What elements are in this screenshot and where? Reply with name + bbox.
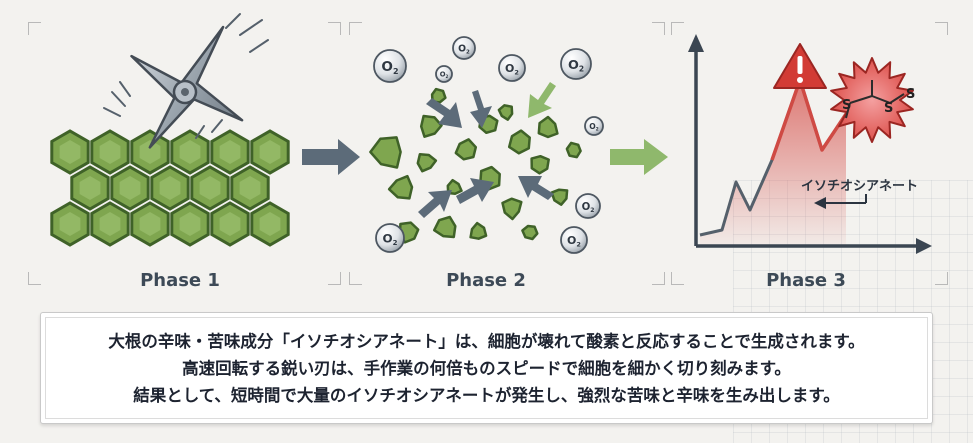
oxygen-molecule-icon: [498, 54, 526, 82]
caption-line-3: 結果として、短時間で大量のイソチオシアネートが発生し、強烈な苦味と辛味を生み出し…: [133, 385, 840, 405]
label-pointer: [814, 194, 867, 209]
cell-fragment: [454, 138, 478, 161]
crop-mark: [671, 272, 684, 285]
caption-line-1: 大根の辛味・苦味成分「イソチオシアネート」は、細胞が壊れて酸素と反応することで生…: [108, 331, 865, 351]
burst-molecule-icon: S S S: [830, 57, 915, 143]
blade-icon: [103, 13, 269, 149]
cell-highlight: [59, 140, 81, 164]
sulfur-atom: S: [884, 101, 893, 116]
crop-mark: [328, 22, 341, 35]
sulfur-atom: S: [906, 87, 915, 102]
crop-mark: [652, 272, 665, 285]
arrow-icon: [610, 139, 668, 175]
oxygen-molecule-icon: [575, 193, 601, 219]
crop-mark: [671, 22, 684, 35]
cell-fragment: [369, 136, 402, 169]
oxygen-molecule-icon: [373, 49, 407, 83]
cell-fragment: [430, 87, 447, 104]
cell-fragment: [530, 154, 550, 175]
cell-fragment: [537, 115, 559, 139]
cell-fragment: [432, 215, 457, 239]
oxygen-arrows: [418, 90, 554, 218]
cell-highlight: [139, 140, 161, 164]
cell-fragment: [521, 224, 539, 241]
crop-mark: [28, 272, 41, 285]
oxygen-molecule-icon: [584, 116, 604, 136]
cell-fragment: [497, 104, 514, 121]
crop-mark: [935, 22, 948, 35]
reaction-graph: [688, 34, 932, 254]
oxygen-molecule-icon: [560, 226, 588, 254]
crop-mark: [349, 272, 362, 285]
crop-mark: [935, 272, 948, 285]
phase-1-label: Phase 1: [140, 270, 220, 291]
crop-mark: [28, 22, 41, 35]
cell-fragment: [550, 188, 569, 206]
oxygen-molecule-icon: [435, 65, 453, 83]
cell-highlight: [59, 212, 81, 236]
cell-highlight: [259, 212, 281, 236]
cell-fragments: [369, 87, 582, 244]
oxygen-text: O2: [440, 71, 449, 79]
crop-mark: [349, 22, 362, 35]
oxygen-text: O2: [458, 44, 470, 56]
crop-mark: [328, 272, 341, 285]
cell-highlight: [119, 176, 141, 200]
cell-highlight: [219, 140, 241, 164]
cell-highlight: [219, 212, 241, 236]
phase-2-label: Phase 2: [446, 270, 526, 291]
cell-fragment: [501, 197, 523, 221]
cell-honeycomb: [50, 129, 290, 247]
cell-highlight: [99, 140, 121, 164]
cell-fragment: [507, 129, 531, 155]
crop-mark: [652, 22, 665, 35]
cell-fragment: [419, 114, 443, 138]
caption-line-2: 高速回転する鋭い刃は、手作業の何倍ものスピードで細胞を細かく切り刻みます。: [182, 358, 791, 378]
cell-highlight: [239, 176, 261, 200]
cell-fragment: [469, 221, 488, 240]
arrow-icon: [302, 139, 360, 175]
isothiocyanate-label: イソチオシアネート: [801, 179, 919, 194]
caption-box: 大根の辛味・苦味成分「イソチオシアネート」は、細胞が壊れて酸素と反応することで生…: [40, 312, 933, 424]
oxygen-arrows-green: [528, 82, 556, 118]
cell-highlight: [259, 140, 281, 164]
oxygen-molecule-icon: [560, 48, 592, 80]
oxygen-text: O2: [589, 122, 599, 133]
cell-highlight: [179, 212, 201, 236]
cell-fragment: [416, 152, 438, 173]
phase-3-label: Phase 3: [766, 270, 846, 291]
cell-highlight: [199, 176, 221, 200]
sulfur-atom: S: [842, 98, 851, 113]
cell-fragment: [565, 141, 582, 159]
cell-highlight: [99, 212, 121, 236]
warning-icon: [773, 43, 827, 89]
cell-highlight: [159, 176, 181, 200]
cell-highlight: [179, 140, 201, 164]
oxygen-molecule-icon: [452, 36, 476, 60]
cell-highlight: [139, 212, 161, 236]
cell-fragment: [387, 174, 414, 200]
cell-highlight: [79, 176, 101, 200]
oxygen-molecule-icon: [375, 223, 405, 253]
